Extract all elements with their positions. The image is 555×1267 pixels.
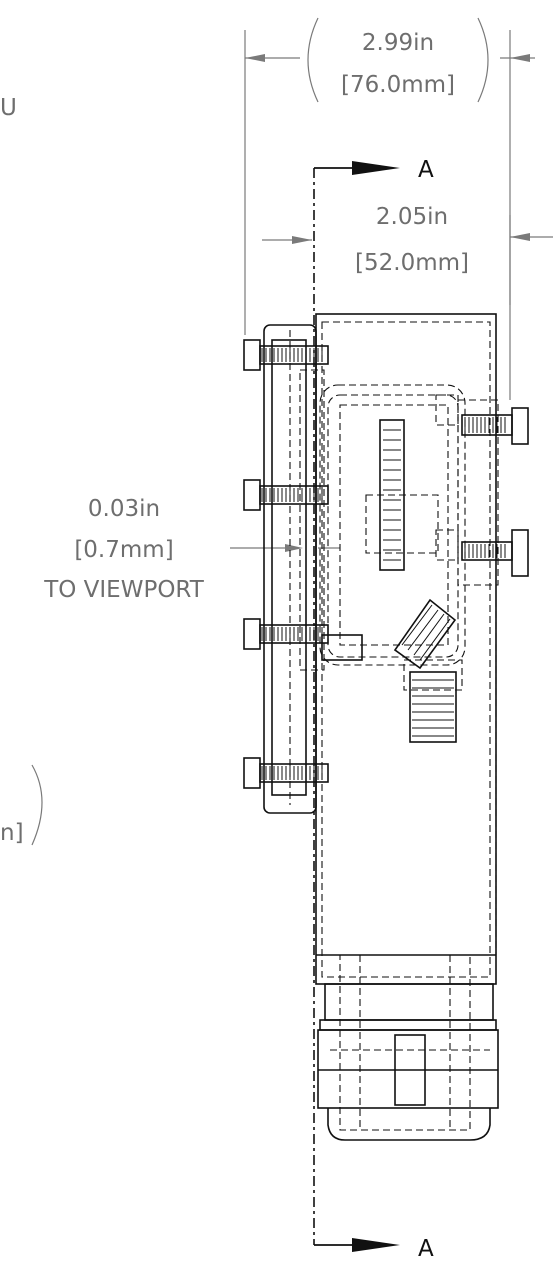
viewport-gap-metric: [0.7mm] [74,537,173,563]
right-bolts [457,399,529,586]
overall-width-imperial: 2.99in [362,30,434,56]
bolt-right-1 [461,407,529,445]
angled-connector [393,598,457,670]
overall-width-dimension: 2.99in [76.0mm] [244,17,535,400]
viewport-panel [263,324,325,814]
partial-label-middle: n] [0,820,24,846]
section-arrow-top [352,161,400,175]
partial-label-top: U [0,95,17,121]
section-line-a: A A [313,157,434,1262]
section-label-top: A [418,157,434,183]
bolt-right-2 [461,529,529,577]
viewport-gap-note: TO VIEWPORT [43,577,205,603]
cable-gland [317,954,499,1141]
internal-module [319,384,466,666]
inner-width-imperial: 2.05in [376,204,448,230]
inner-width-dimension: 2.05in [52.0mm] [262,204,553,305]
bolt-left-2 [243,479,329,511]
left-bolts [243,339,329,789]
inner-width-metric: [52.0mm] [355,250,469,276]
section-arrow-bottom [352,1238,400,1252]
partial-paren [31,764,43,846]
viewport-gap-dimension: 0.03in [0.7mm] TO VIEWPORT [43,496,340,603]
viewport-gap-imperial: 0.03in [88,496,160,522]
section-label-bottom: A [418,1236,434,1262]
bottom-connector [403,659,463,743]
overall-width-metric: [76.0mm] [341,72,455,98]
bolt-left-1 [243,339,329,371]
bolt-left-4 [243,757,329,789]
